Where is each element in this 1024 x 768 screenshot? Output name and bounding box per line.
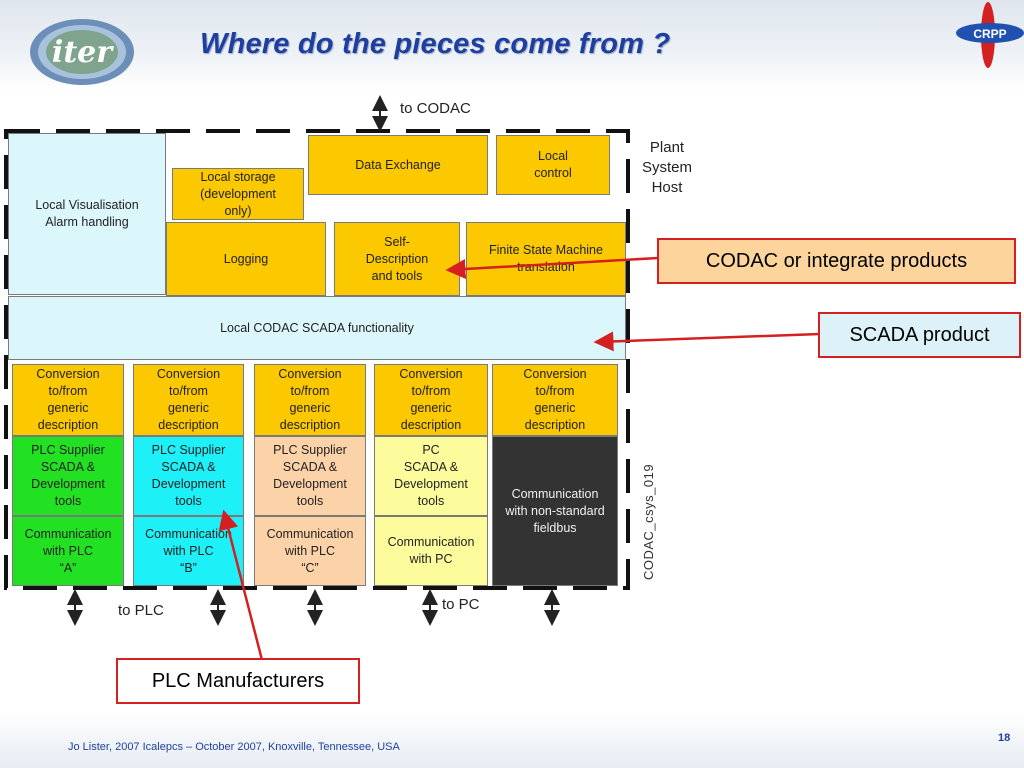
header-band bbox=[0, 0, 1024, 92]
conversion-block-pc: Conversion to/from generic description bbox=[374, 364, 488, 436]
slide-title: Where do the pieces come from ? bbox=[200, 28, 671, 60]
tools-block-pc: PC SCADA & Development tools bbox=[374, 436, 488, 516]
crpp-text: CRPP bbox=[973, 27, 1006, 41]
tools-block-b: PLC Supplier SCADA & Development tools bbox=[133, 436, 244, 516]
conversion-block-a: Conversion to/from generic description bbox=[12, 364, 124, 436]
tools-block-a: PLC Supplier SCADA & Development tools bbox=[12, 436, 124, 516]
footer-band bbox=[0, 712, 1024, 768]
codac-callout: CODAC or integrate products bbox=[657, 238, 1016, 284]
local-storage-block: Local storage (development only) bbox=[172, 168, 304, 220]
to-pc-label: to PC bbox=[442, 596, 480, 613]
fsm-block: Finite State Machine translation bbox=[466, 222, 626, 296]
fieldbus-block: Communication with non-standard fieldbus bbox=[492, 436, 618, 586]
page-number: 18 bbox=[998, 732, 1011, 744]
figure-id-label: CODAC_csys_019 bbox=[641, 463, 656, 580]
codac-callout-pointer bbox=[445, 256, 659, 279]
footer-text: Jo Lister, 2007 Icalepcs – October 2007,… bbox=[68, 741, 400, 753]
comm-block-c: Communication with PLC “C” bbox=[254, 516, 366, 586]
to-codac-label: to CODAC bbox=[400, 100, 471, 117]
comm-block-a: Communication with PLC “A” bbox=[12, 516, 124, 586]
scada-block: Local CODAC SCADA functionality bbox=[8, 296, 626, 360]
plc-callout: PLC Manufacturers bbox=[116, 658, 360, 704]
scada-callout: SCADA product bbox=[818, 312, 1021, 358]
conversion-block-fieldbus: Conversion to/from generic description bbox=[492, 364, 618, 436]
crpp-logo: CRPP bbox=[956, 2, 1024, 68]
tools-block-c: PLC Supplier SCADA & Development tools bbox=[254, 436, 366, 516]
conversion-block-b: Conversion to/from generic description bbox=[133, 364, 244, 436]
comm-block-pc: Communication with PC bbox=[374, 516, 488, 586]
to-plc-label: to PLC bbox=[118, 602, 164, 619]
plc-callout-pointer bbox=[218, 509, 264, 661]
plant-system-host-label: Plant System Host bbox=[641, 139, 692, 196]
scada-callout-pointer bbox=[593, 331, 821, 352]
plant-host-frame bbox=[4, 129, 630, 590]
data-exchange-block: Data Exchange bbox=[308, 135, 488, 195]
logging-block: Logging bbox=[166, 222, 326, 296]
local-control-block: Local control bbox=[496, 135, 610, 195]
iter-logo: iter bbox=[30, 19, 134, 85]
logo-text: iter bbox=[52, 35, 114, 70]
self-description-block: Self- Description and tools bbox=[334, 222, 460, 296]
local-visualisation-block: Local Visualisation Alarm handling bbox=[8, 133, 166, 295]
conversion-block-c: Conversion to/from generic description bbox=[254, 364, 366, 436]
